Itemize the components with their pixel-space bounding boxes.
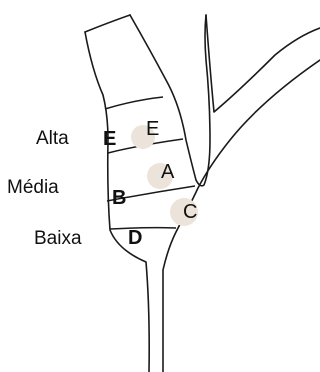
divider-bottom <box>110 228 176 229</box>
branch-left-top-edge <box>85 15 130 32</box>
region-letter-upper: E <box>146 118 159 140</box>
region-letter-middle: A <box>161 161 175 183</box>
side-letter-low: D <box>128 227 142 249</box>
level-label-low: Baixa <box>34 228 82 249</box>
level-label-high: Alta <box>36 128 69 149</box>
side-letter-high: E <box>103 128 116 150</box>
region-letter-lower: C <box>183 201 197 223</box>
divider-top <box>105 97 163 109</box>
branch-right-inner <box>206 15 320 112</box>
side-letter-middle: B <box>112 187 126 209</box>
level-label-middle: Média <box>7 177 59 198</box>
